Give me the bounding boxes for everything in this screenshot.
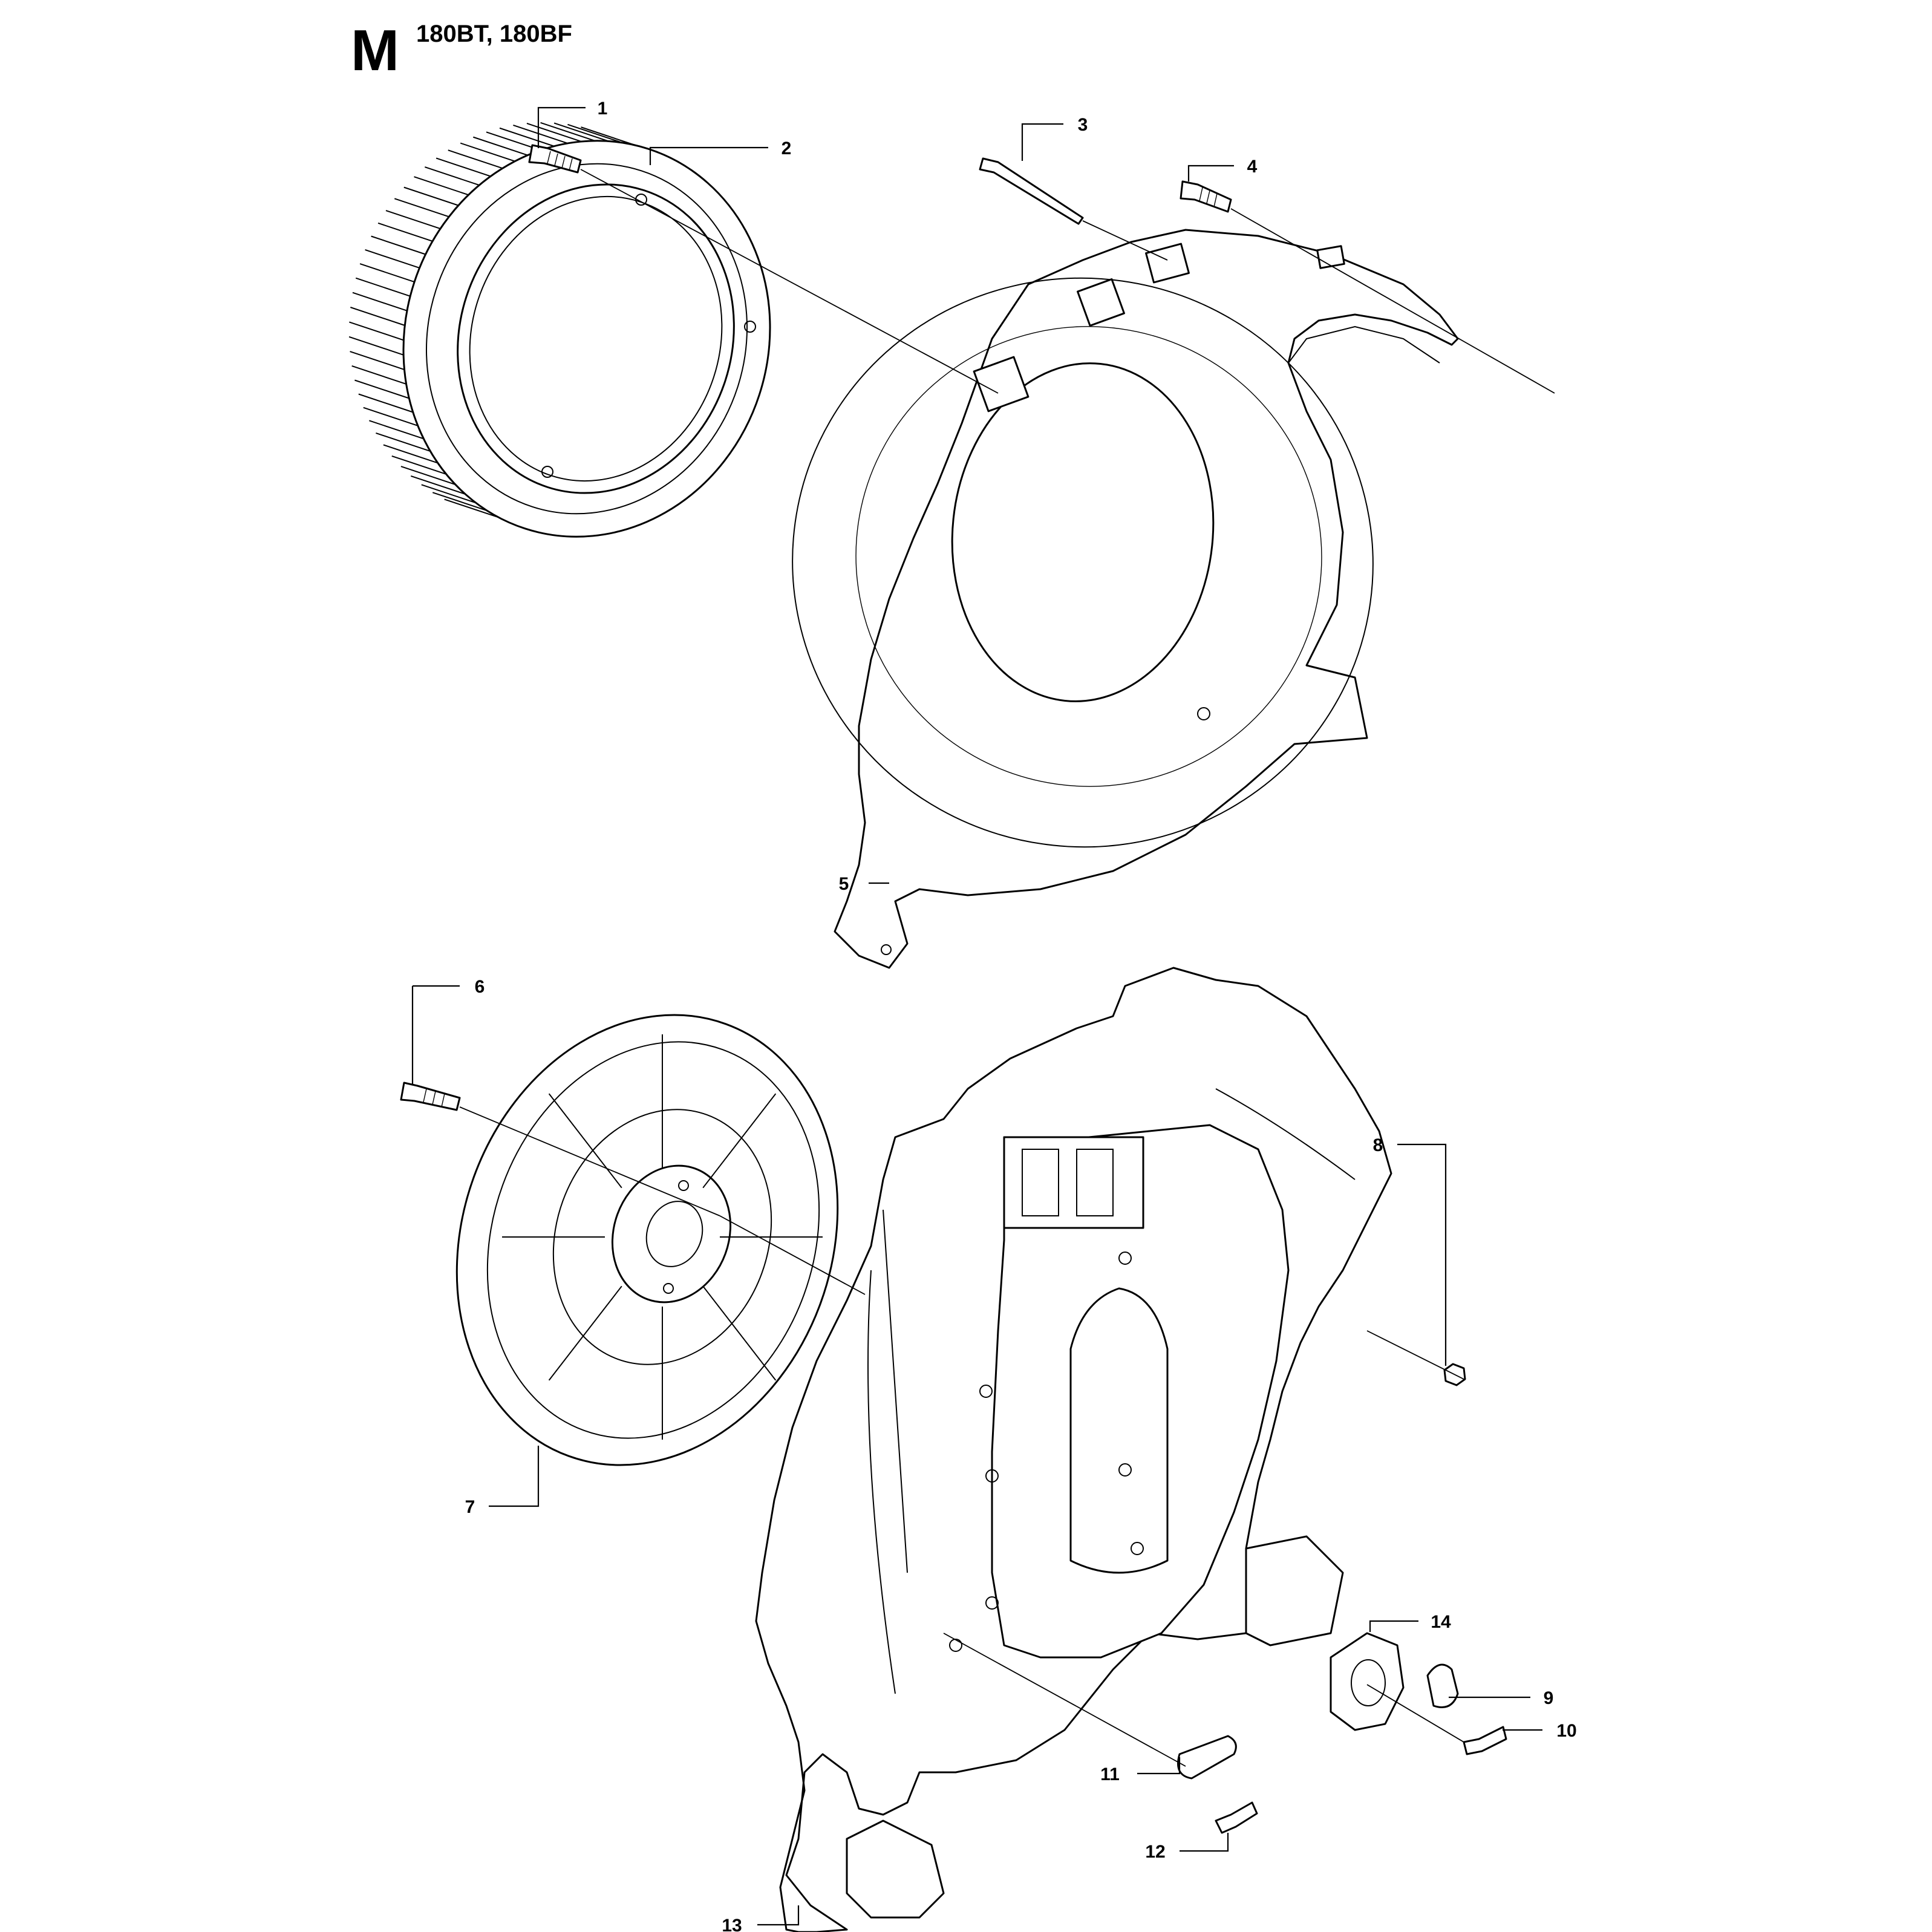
callout-2: 2 (649, 139, 792, 165)
callout-7: 7 (465, 1446, 540, 1517)
callout-1: 1 (537, 99, 608, 148)
part-5-fan-housing-cover (792, 229, 1459, 969)
part-4-screw (1180, 180, 1232, 213)
callout-4: 4 (1187, 157, 1258, 181)
callout-number: 11 (1100, 1764, 1120, 1784)
callout-12: 12 (1145, 1833, 1229, 1862)
callout-number: 10 (1556, 1721, 1576, 1741)
callout-13: 13 (722, 1905, 800, 1932)
part-10-screw (1463, 1726, 1507, 1755)
callout-number: 7 (465, 1497, 475, 1517)
callout-11: 11 (1100, 1757, 1181, 1784)
part-11-clamp (1177, 1735, 1237, 1780)
part-1-screw (528, 144, 582, 174)
part-13-blower-housing (755, 967, 1392, 1932)
part-12-screw (1215, 1801, 1258, 1834)
section-letter: M (351, 18, 399, 83)
callout-number: 4 (1247, 157, 1258, 177)
callout-number: 14 (1431, 1612, 1451, 1632)
callout-6: 6 (411, 977, 485, 1084)
callout-3: 3 (1021, 115, 1088, 161)
part-2-cooling-ring (348, 122, 771, 538)
callout-8: 8 (1373, 1135, 1447, 1366)
callout-number: 3 (1078, 115, 1088, 135)
callout-14: 14 (1369, 1612, 1451, 1632)
part-14-bracket (1330, 1632, 1405, 1731)
callout-9: 9 (1449, 1688, 1553, 1708)
part-6-screw (400, 1082, 461, 1111)
callout-number: 12 (1145, 1842, 1165, 1862)
callout-number: 6 (475, 977, 485, 997)
part-3-long-bolt (979, 157, 1084, 225)
callout-number: 9 (1544, 1688, 1554, 1708)
callout-5: 5 (839, 874, 889, 894)
part-9-clamp (1426, 1663, 1459, 1708)
callout-number: 13 (722, 1916, 742, 1932)
callout-number: 2 (782, 139, 792, 158)
part-7-fan-wheel (455, 1014, 839, 1466)
callout-number: 1 (598, 99, 608, 119)
model-numbers: 180BT, 180BF (416, 21, 572, 47)
callout-10: 10 (1503, 1721, 1577, 1741)
callout-number: 8 (1373, 1135, 1383, 1155)
callout-number: 5 (839, 874, 849, 894)
